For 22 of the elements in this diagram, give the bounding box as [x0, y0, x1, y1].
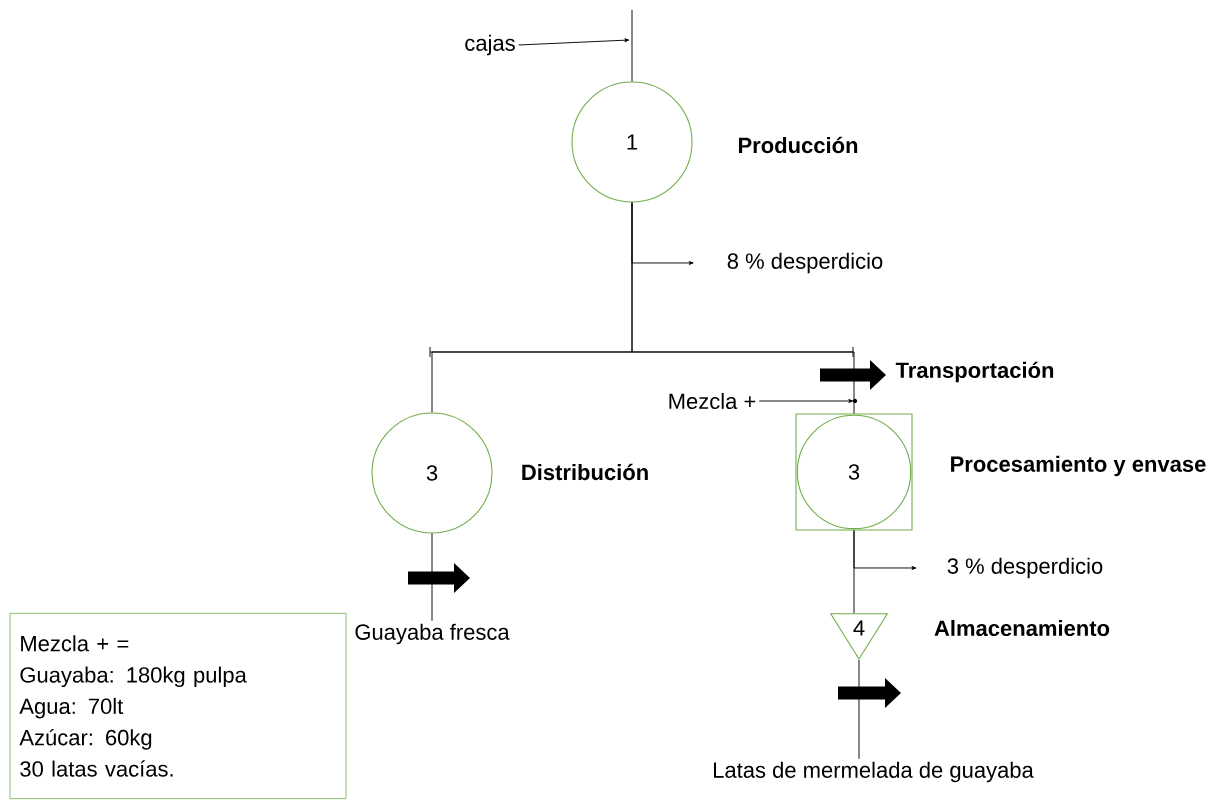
text-label: cajas — [465, 34, 515, 56]
flow-line — [631, 202, 855, 414]
text-label: 8 % desperdicio — [727, 252, 883, 274]
flow-line — [518, 38, 630, 46]
text-label: Latas de mermelada de guayaba — [714, 761, 1034, 783]
transport-arrow — [838, 678, 901, 708]
flow-line — [431, 533, 433, 622]
step-label: Almacenamiento — [934, 619, 1110, 637]
step-label: Distribución — [522, 463, 648, 481]
transport-arrow — [408, 563, 470, 593]
transport-arrow — [820, 360, 886, 390]
step-label: Procesamiento y envase — [951, 455, 1206, 477]
flow-line — [631, 9, 633, 82]
flow-line — [858, 659, 860, 760]
note-box: Mezcla + = Guayaba: 180kg pulpa Agua: 70lt Azúcar: 60kg 30 latas vacías. — [9, 612, 347, 800]
flow-line — [758, 399, 854, 403]
step-label: Producción — [738, 136, 858, 154]
step-label: Transportación — [895, 361, 1054, 383]
text-label: Mezcla + — [669, 392, 756, 410]
text-label: Guayaba fresca — [355, 623, 510, 645]
flow-line — [853, 530, 855, 614]
text-label: 3 % desperdicio — [947, 557, 1103, 579]
